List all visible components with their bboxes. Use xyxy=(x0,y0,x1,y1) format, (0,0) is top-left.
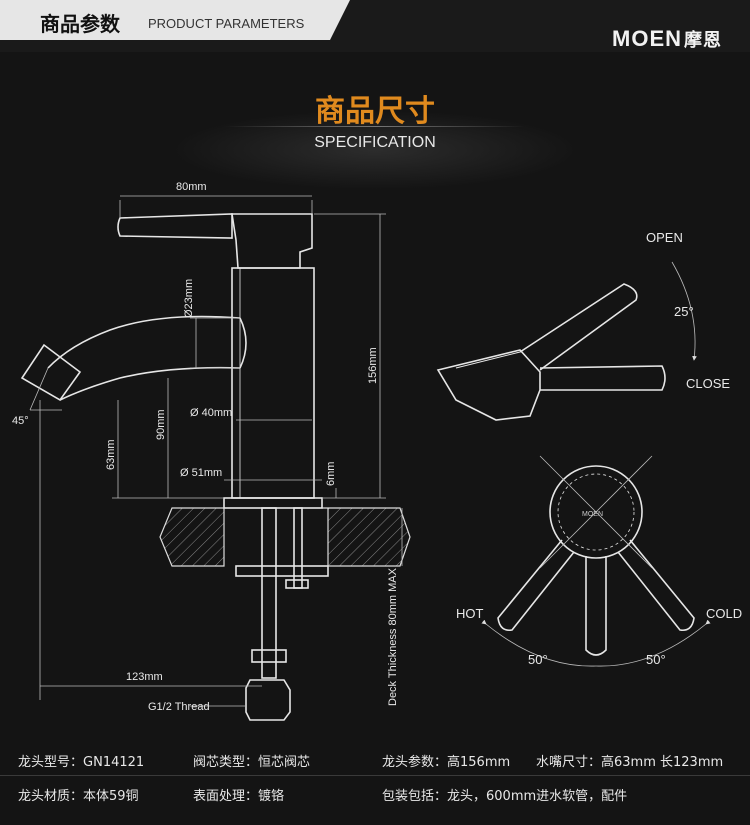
faucet-base xyxy=(223,497,323,509)
deck-thickness-label: Deck Thickness 80mm MAX xyxy=(387,567,399,706)
section-title-cn: 商品尺寸 xyxy=(315,94,435,129)
thread-connector xyxy=(245,679,291,721)
handle-block xyxy=(231,213,313,269)
spec-label: 水嘴尺寸： xyxy=(536,755,602,770)
dimension-lines xyxy=(29,195,403,707)
spec-value: 本体59铜 xyxy=(83,789,139,804)
title-glow xyxy=(170,110,580,190)
open-label: OPEN xyxy=(646,230,683,245)
technical-drawing: 80mm Ø23mm 156mm Ø 40mm 90mm Ø 51mm 6mm … xyxy=(12,181,742,721)
handle-rotation-view xyxy=(436,283,666,421)
top-view-logo: MOEN xyxy=(582,511,603,518)
dim-height-label: 156mm xyxy=(367,347,379,384)
header-title-cn: 商品参数 xyxy=(40,12,120,36)
cold-label: COLD xyxy=(706,606,742,621)
rotation-angle-label: 25° xyxy=(674,304,694,319)
spec-value: 龙头，600mm进水软管，配件 xyxy=(447,789,628,804)
dim-90-label: 90mm xyxy=(155,409,167,440)
spec-footer: 龙头型号：GN14121 阀芯类型：恒芯阀芯 龙头参数：高156mm 水嘴尺寸：… xyxy=(0,735,750,825)
dim-spout-dia-label: Ø23mm xyxy=(183,279,195,318)
spout xyxy=(47,315,241,401)
spec-value: 高156mm xyxy=(447,755,511,770)
spec-label: 阀芯类型： xyxy=(193,755,259,770)
spec-finish: 表面处理：镀铬 xyxy=(193,785,284,804)
spec-divider xyxy=(0,775,750,776)
spec-value: 高63mm 长123mm xyxy=(601,755,724,770)
handle-lever xyxy=(117,213,233,239)
spec-value: 镀铬 xyxy=(258,789,285,804)
brand-name-cn: 摩恩 xyxy=(684,30,722,50)
deck-section-right xyxy=(322,507,411,567)
hose-stem xyxy=(261,507,277,679)
hot-angle-label: 50° xyxy=(528,652,548,667)
spec-value: 恒芯阀芯 xyxy=(258,755,311,770)
top-view-lever-hot xyxy=(497,539,575,632)
spec-params: 龙头参数：高156mm xyxy=(382,751,510,770)
spec-label: 龙头材质： xyxy=(18,789,84,804)
top-view-lever-cold xyxy=(617,539,695,632)
hot-label: HOT xyxy=(456,606,484,621)
top-view-base xyxy=(549,465,643,559)
spec-label: 龙头型号： xyxy=(18,755,84,770)
header-tab xyxy=(0,0,350,40)
section-title-en: SPECIFICATION xyxy=(314,134,436,151)
handle-top-view xyxy=(497,465,695,656)
handle-lever-open xyxy=(519,283,638,371)
close-label: CLOSE xyxy=(686,376,730,391)
dim-width-label: 80mm xyxy=(176,181,207,193)
spout-angle-label: 45° xyxy=(12,415,29,427)
spec-label: 龙头参数： xyxy=(382,755,448,770)
spec-spout-size: 水嘴尺寸：高63mm 长123mm xyxy=(536,751,723,770)
faucet-side-view xyxy=(20,213,329,721)
dim-base-dia-label: Ø 51mm xyxy=(180,467,222,479)
dim-body-dia-label: Ø 40mm xyxy=(190,407,232,419)
spec-model: 龙头型号：GN14121 xyxy=(18,751,144,770)
spec-label: 表面处理： xyxy=(193,789,259,804)
mount-nut xyxy=(235,565,329,577)
spout-tip xyxy=(20,343,82,402)
thread-label: G1/2 Thread xyxy=(148,701,210,713)
spec-label: 包装包括： xyxy=(382,789,448,804)
brand-name: MOEN xyxy=(612,26,682,51)
spec-value: GN14121 xyxy=(83,755,145,770)
top-view-lever-center xyxy=(585,556,607,656)
handle-lever-close xyxy=(539,365,666,391)
spec-valve: 阀芯类型：恒芯阀芯 xyxy=(193,751,310,770)
dim-base-height-label: 6mm xyxy=(325,462,337,486)
title-divider xyxy=(225,126,525,127)
cold-angle-label: 50° xyxy=(646,652,666,667)
dim-spout-height-label: 63mm xyxy=(105,439,117,470)
dim-spout-length-label: 123mm xyxy=(126,671,163,683)
faucet-body xyxy=(231,267,315,499)
handle-body-side xyxy=(436,349,541,421)
deck-section-left xyxy=(159,507,225,567)
spec-material: 龙头材质：本体59铜 xyxy=(18,785,139,804)
header-title-en: PRODUCT PARAMETERS xyxy=(148,16,305,31)
spec-package: 包装包括：龙头，600mm进水软管，配件 xyxy=(382,785,627,804)
